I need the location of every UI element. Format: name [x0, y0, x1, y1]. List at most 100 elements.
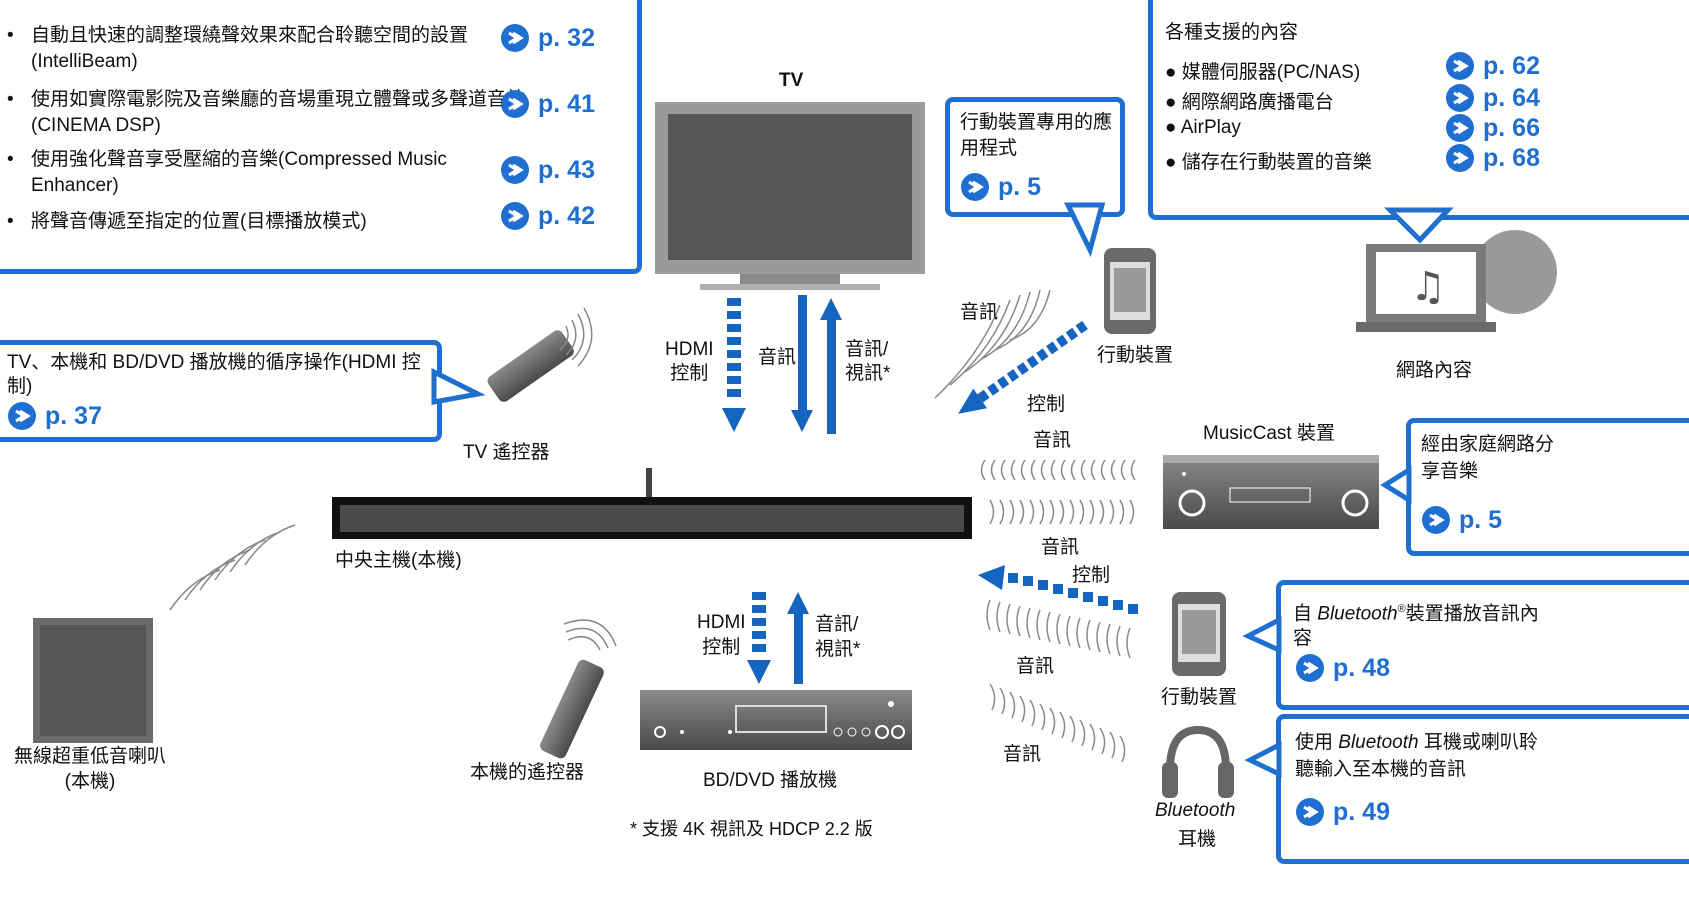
- network-callout: 各種支援的內容 ● 媒體伺服器(PC/NAS) p. 62 ● 網際網路廣播電台…: [1148, 0, 1689, 220]
- features-callout: •自動且快速的調整環繞聲效果來配合聆聽空間的設置(IntelliBeam) p.…: [0, 0, 642, 274]
- page-ref: p. 37: [45, 401, 102, 430]
- page-link[interactable]: p. 37: [7, 401, 102, 431]
- tv-illustration: [655, 102, 925, 290]
- mobile-app-callout: 行動裝置專用的應用程式 p. 5: [945, 97, 1125, 217]
- svg-text:♫: ♫: [1410, 264, 1446, 310]
- page-link[interactable]: p. 5: [960, 172, 1041, 202]
- arrow-circle-icon: [1446, 114, 1474, 142]
- bd-player-label: BD/DVD 播放機: [703, 770, 838, 791]
- musiccast-audio-in-label: 音訊: [1033, 430, 1072, 451]
- arrow-circle-icon: [1296, 798, 1324, 826]
- bt-reg-mark: ®: [1397, 603, 1406, 615]
- mobile-control-arrow: [958, 320, 1088, 414]
- network-item-text: 媒體伺服器(PC/NAS): [1181, 62, 1361, 83]
- page-ref: p. 32: [538, 23, 595, 52]
- subwoofer-signal: [169, 524, 296, 611]
- feature-item: •使用如實際電影院及音樂廳的音場重現立體聲或多聲道音效(CINEMA DSP): [7, 87, 527, 139]
- network-item: ● 媒體伺服器(PC/NAS): [1165, 62, 1361, 83]
- bt-control-arrow: [978, 565, 1138, 614]
- network-content-label: 網路內容: [1396, 360, 1473, 381]
- feature-text: 使用強化聲音享受壓縮的音樂(Compressed Music Enhancer): [31, 149, 447, 196]
- center-unit-label: 中央主機(本機): [335, 550, 462, 571]
- callout-tail: [1383, 207, 1454, 244]
- tv-remote-label: TV 遙控器: [463, 442, 550, 463]
- arrow-circle-icon: [1422, 506, 1450, 534]
- callout-tail: [1242, 615, 1282, 654]
- tv-audio-arrow-down: [791, 295, 813, 432]
- bt-brand: Bluetooth: [1338, 732, 1419, 753]
- page-ref: p. 66: [1483, 113, 1540, 142]
- bt-headphones-label: 耳機: [1178, 829, 1217, 850]
- network-item-text: 網際網路廣播電台: [1181, 92, 1334, 113]
- audio-video-label: 音訊/ 視訊*: [845, 339, 891, 384]
- bt-suffix: 裝置播放音訊內容: [1293, 603, 1539, 650]
- arrow-circle-icon: [1446, 84, 1474, 112]
- hdmi-control-text: TV、本機和 BD/DVD 播放機的循序操作(HDMI 控制): [7, 352, 421, 397]
- bd-audio-video-label: 音訊/ 視訊*: [815, 614, 861, 660]
- arrow-circle-icon: [1296, 654, 1324, 682]
- page-link[interactable]: p. 48: [1295, 653, 1390, 683]
- page-ref: p. 64: [1483, 83, 1540, 112]
- audio-label: 音訊: [758, 347, 797, 368]
- headphone-signal: [989, 683, 1126, 763]
- tv-av-arrow-up: [820, 298, 842, 434]
- home-network-text: 經由家庭網路分享音樂: [1421, 434, 1555, 482]
- tv-label: TV: [779, 70, 804, 91]
- mobile-signal: [934, 289, 1051, 399]
- page-link[interactable]: p. 42: [500, 201, 595, 231]
- subwoofer-label: 無線超重低音喇叭 (本機): [14, 746, 167, 792]
- tv-hdmi-arrow: [722, 298, 746, 432]
- page-link[interactable]: p. 43: [500, 155, 595, 185]
- page-link[interactable]: p. 5: [1421, 505, 1502, 535]
- feature-text: 自動且快速的調整環繞聲效果來配合聆聽空間的設置(IntelliBeam): [31, 25, 469, 72]
- network-item: ● 儲存在行動裝置的音樂: [1165, 152, 1372, 173]
- page-ref: p. 5: [998, 172, 1042, 201]
- unit-remote-label: 本機的遙控器: [470, 762, 585, 783]
- bluetooth-source-text: 自 Bluetooth®裝置播放音訊內容: [1293, 597, 1553, 651]
- callout-tail: [1063, 202, 1106, 258]
- musiccast-audio-out-label: 音訊: [1041, 537, 1080, 558]
- network-item-text: AirPlay: [1180, 117, 1241, 138]
- bt-headphones-brand-label: Bluetooth: [1155, 800, 1236, 821]
- feature-item: •使用強化聲音享受壓縮的音樂(Compressed Music Enhancer…: [7, 147, 527, 199]
- home-network-callout: 經由家庭網路分享音樂 p. 5: [1406, 418, 1689, 556]
- page-link[interactable]: p. 68: [1445, 143, 1540, 173]
- subwoofer-illustration: [33, 618, 153, 743]
- page-link[interactable]: p. 64: [1445, 83, 1540, 113]
- page-ref: p. 62: [1483, 51, 1540, 80]
- mobile-control-label: 控制: [1027, 394, 1066, 415]
- tv-remote-signal: [559, 307, 593, 367]
- arrow-circle-icon: [961, 173, 989, 201]
- page-ref: p. 42: [538, 201, 595, 230]
- bt-audio-label: 音訊: [1016, 656, 1055, 677]
- page-ref: p. 68: [1483, 143, 1540, 172]
- page-link[interactable]: p. 32: [500, 23, 595, 53]
- feature-item: •將聲音傳遞至指定的位置(目標播放模式): [7, 209, 527, 235]
- mobile-app-text: 行動裝置專用的應用程式: [960, 112, 1113, 159]
- bt-prefix: 自: [1293, 603, 1318, 625]
- unit-remote-signal: [563, 619, 617, 651]
- network-content-illustration: ♫: [1356, 230, 1557, 332]
- feature-item: •自動且快速的調整環繞聲效果來配合聆聽空間的設置(IntelliBeam): [7, 23, 527, 75]
- network-item: ● 網際網路廣播電台: [1165, 92, 1334, 113]
- page-ref: p. 43: [538, 155, 595, 184]
- arrow-circle-icon: [501, 156, 529, 184]
- page-link[interactable]: p. 49: [1295, 797, 1390, 827]
- tv-remote-illustration: [487, 330, 574, 402]
- feature-text: 使用如實際電影院及音樂廳的音場重現立體聲或多聲道音效(CINEMA DSP): [31, 89, 526, 136]
- bt-prefix: 使用: [1295, 732, 1339, 753]
- bluetooth-headphone-text: 使用 Bluetooth 耳機或喇叭聆聽輸入至本機的音訊: [1295, 729, 1545, 783]
- page-ref: p. 48: [1333, 653, 1390, 682]
- mobile-device-label: 行動裝置: [1097, 345, 1174, 366]
- arrow-circle-icon: [501, 90, 529, 118]
- mobile-device-illustration: [1104, 248, 1156, 334]
- arrow-circle-icon: [1446, 52, 1474, 80]
- headphones-illustration: [1162, 725, 1234, 798]
- page-link[interactable]: p. 66: [1445, 113, 1540, 143]
- page-link[interactable]: p. 41: [500, 89, 595, 119]
- page-ref: p. 41: [538, 89, 595, 118]
- mobile-device-bt-illustration: [1172, 592, 1226, 676]
- page-link[interactable]: p. 62: [1445, 51, 1540, 81]
- arrow-circle-icon: [1446, 144, 1474, 172]
- page-ref: p. 5: [1459, 505, 1503, 534]
